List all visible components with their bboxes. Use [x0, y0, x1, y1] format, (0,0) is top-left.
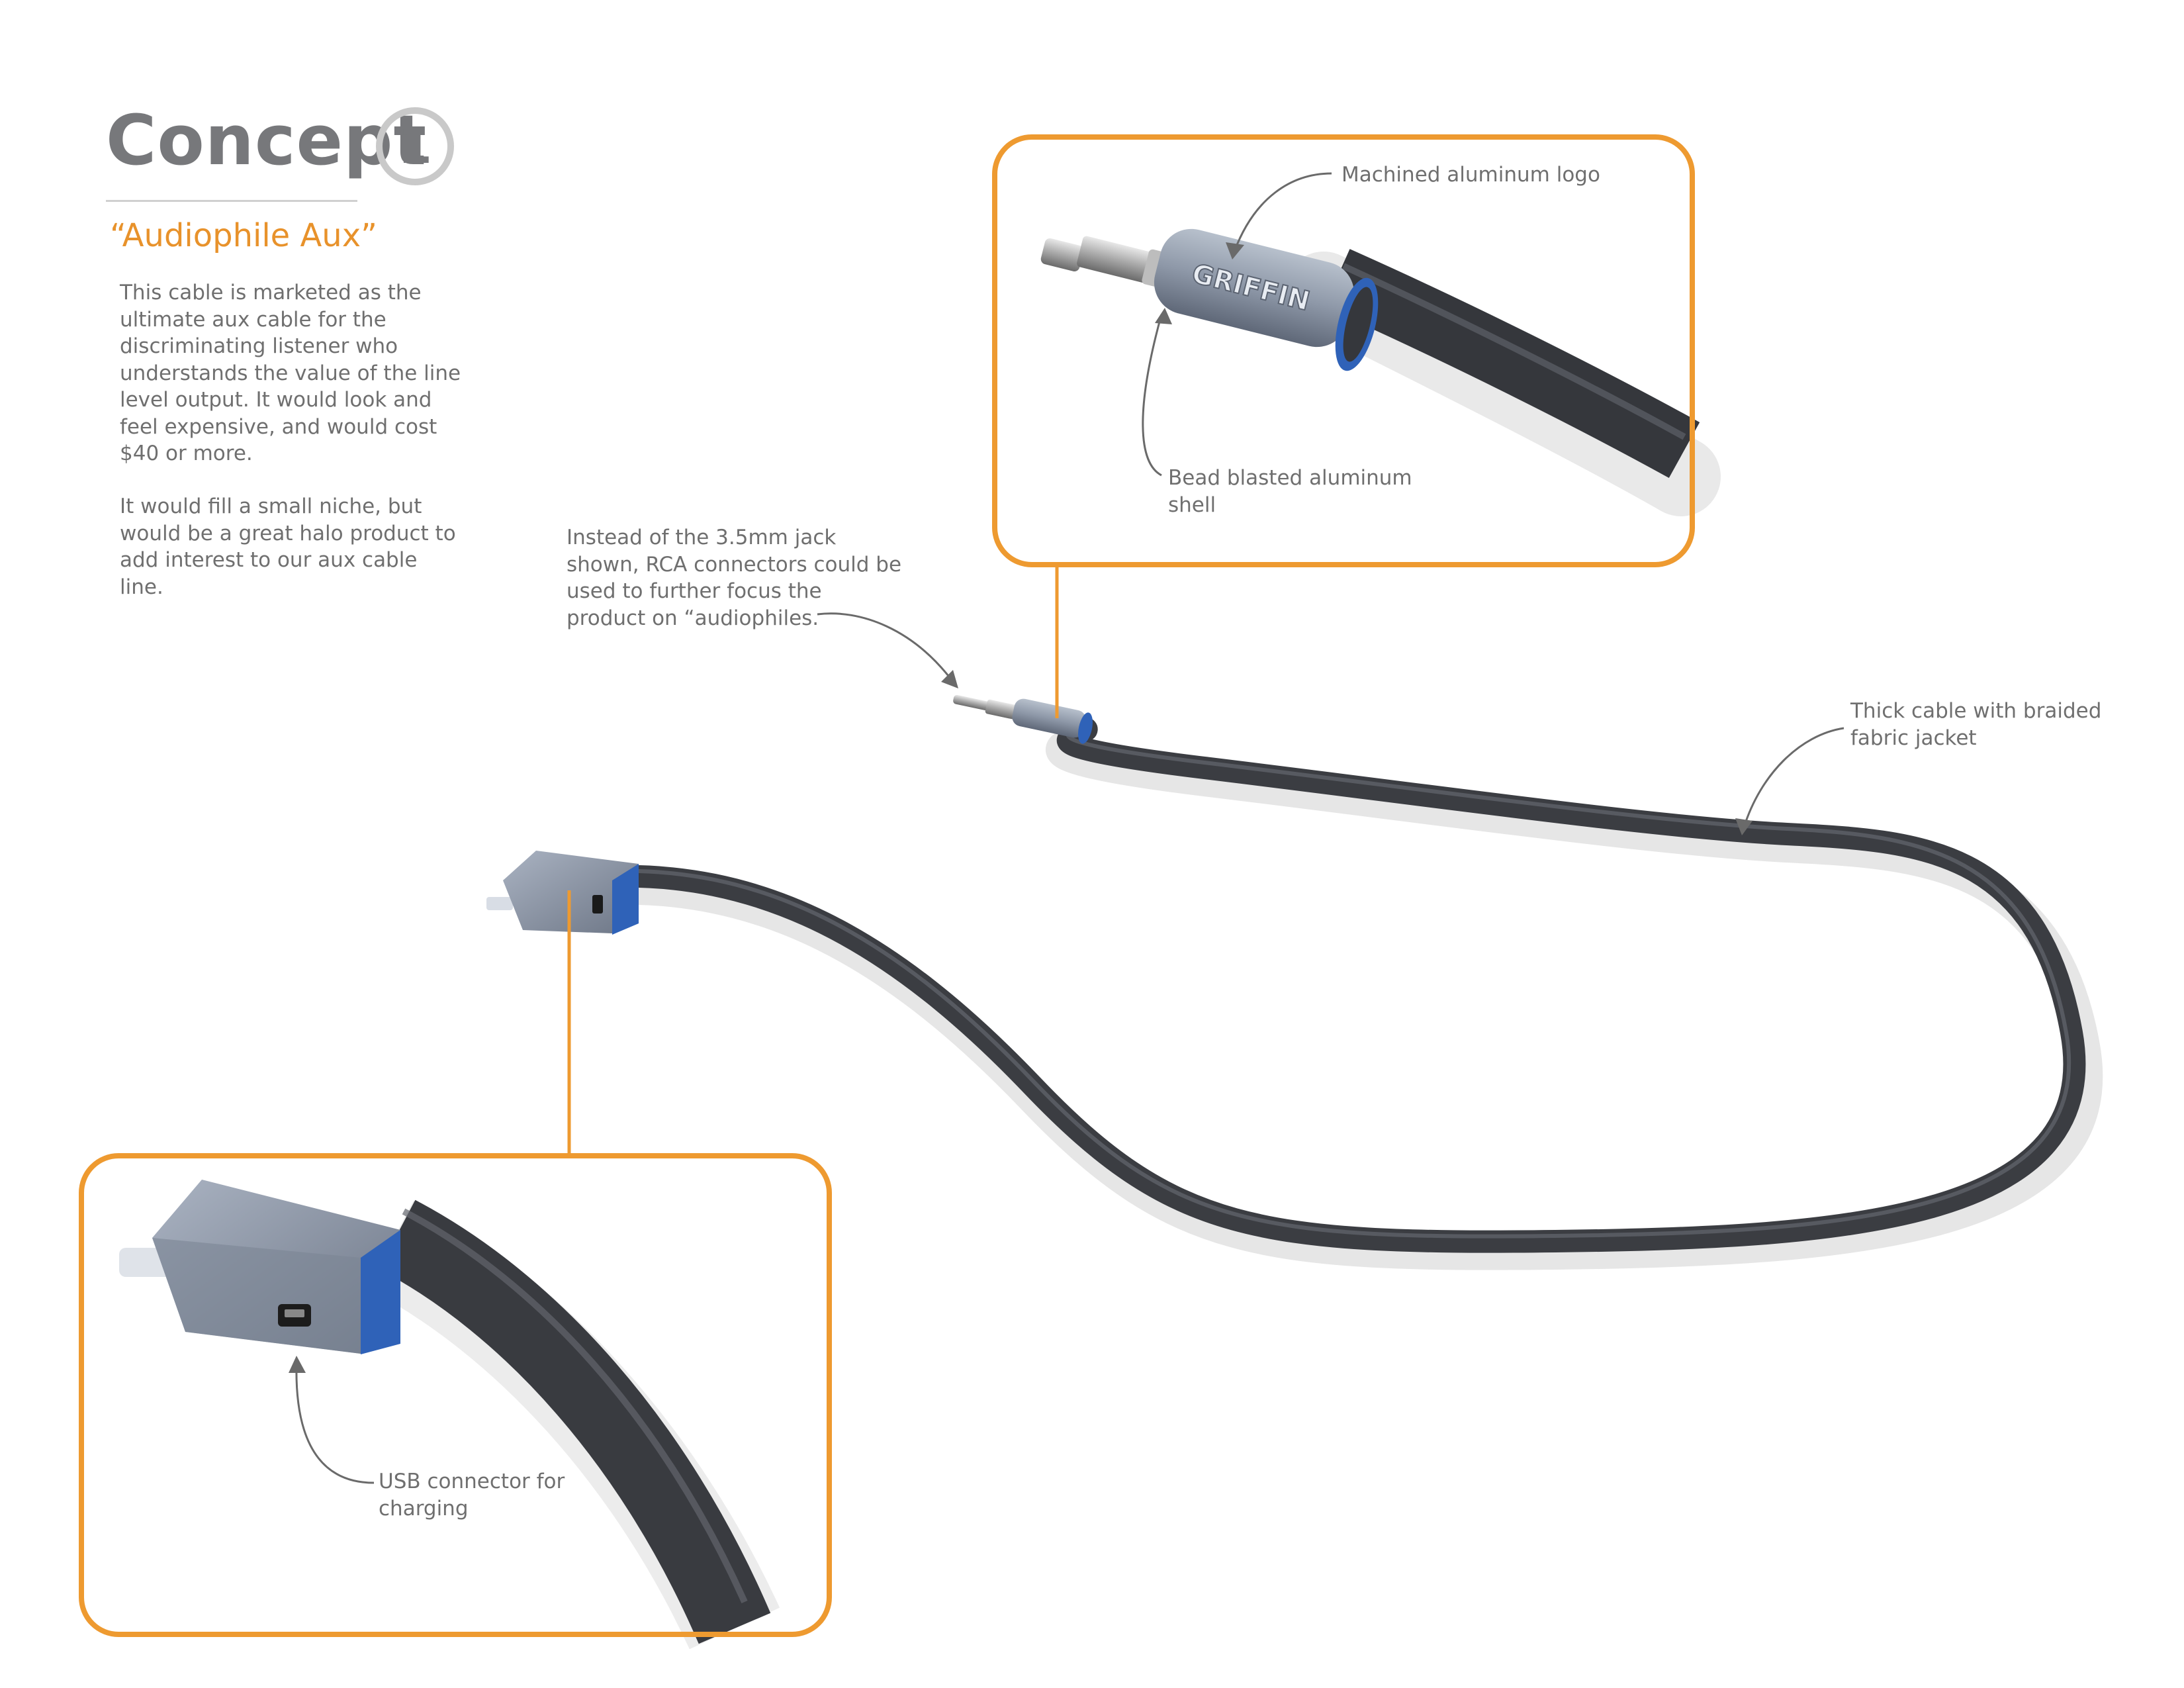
description-paragraph-1: This cable is marketed as the ultimate a… — [120, 281, 461, 465]
machined-logo-note: Machined aluminum logo — [1342, 163, 1600, 187]
bottom-detail-callout-frame — [79, 1153, 832, 1637]
cable-highlight — [594, 721, 2071, 1239]
zoom-audio-jack: GRIFFIN — [1040, 228, 1721, 516]
concept-number: 1 — [398, 118, 432, 175]
zoom-dock-connector — [119, 1180, 780, 1650]
rca-connector-note: Instead of the 3.5mm jack shown, RCA con… — [567, 526, 902, 630]
shell-arrow — [1142, 314, 1163, 477]
top-detail-callout-frame — [992, 134, 1695, 567]
long-cable — [584, 717, 2086, 1253]
title-divider — [106, 200, 357, 202]
small-audio-jack — [953, 694, 1093, 744]
description-paragraph-2: It would fill a small niche, but would b… — [120, 494, 456, 599]
aluminum-shell-note: Bead blasted aluminum shell — [1168, 466, 1412, 517]
usb-arrow — [295, 1363, 375, 1484]
small-dock-connector — [486, 851, 639, 935]
concept-number-badge: 1 — [376, 107, 454, 185]
concept-subtitle: “Audiophile Aux” — [110, 217, 377, 254]
usb-connector-note: USB connector for charging — [379, 1470, 565, 1521]
rca-arrow — [817, 612, 954, 682]
braided-cable-note: Thick cable with braided fabric jacket — [1850, 699, 2102, 750]
page-title: Concept — [106, 100, 428, 181]
cable-arrow — [1743, 727, 1844, 828]
logo-arrow — [1233, 172, 1332, 252]
